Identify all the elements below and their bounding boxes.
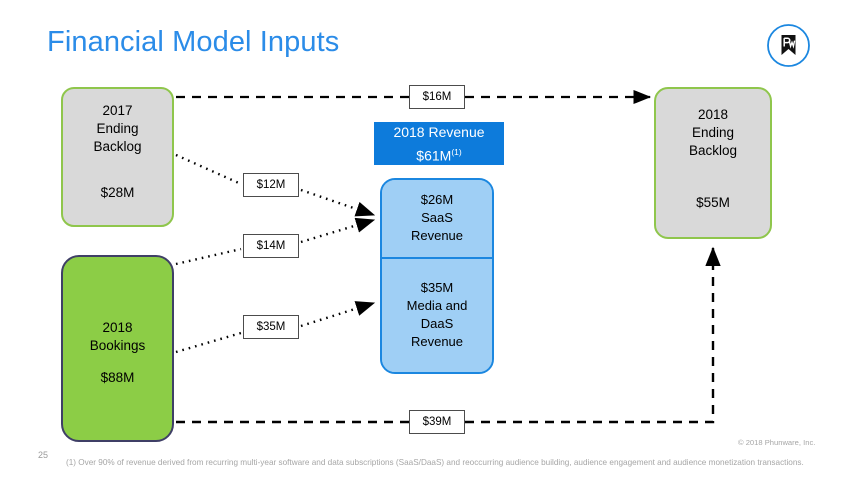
footnote-text: (1) Over 90% of revenue derived from rec… <box>66 458 804 467</box>
revenue-header-band[interactable]: 2018 Revenue $61M(1) <box>374 122 504 165</box>
page-number: 25 <box>38 450 49 460</box>
box-2017-ending-backlog-title: 2017 Ending Backlog <box>93 103 142 154</box>
box-2017-ending-backlog-amount: $28M <box>100 185 135 200</box>
page-title: Financial Model Inputs <box>47 26 340 58</box>
revenue-footnote-marker: (1) <box>451 146 462 157</box>
phunware-logo <box>765 22 812 69</box>
revenue-header-amount-row: $61M(1) <box>416 142 461 166</box>
revenue-stack: $26M SaaS Revenue $35M Media and DaaS Re… <box>380 178 494 374</box>
flow-label-39m[interactable]: $39M <box>409 410 465 434</box>
flow-label-35m[interactable]: $35M <box>243 315 299 339</box>
revenue-segment-saas[interactable]: $26M SaaS Revenue <box>382 180 492 259</box>
flow-label-14m[interactable]: $14M <box>243 234 299 258</box>
box-2018-bookings[interactable]: 2018 Bookings $88M <box>61 255 174 442</box>
revenue-header-amount: $61M <box>416 147 452 164</box>
box-2018-bookings-title: 2018 Bookings <box>89 320 146 353</box>
revenue-segment-media-daas[interactable]: $35M Media and DaaS Revenue <box>382 258 492 372</box>
flow-label-16m[interactable]: $16M <box>409 85 465 109</box>
box-2018-bookings-amount: $88M <box>100 370 135 385</box>
box-2018-ending-backlog-title: 2018 Ending Backlog <box>688 107 738 158</box>
copyright-text: © 2018 Phunware, Inc. <box>738 438 816 447</box>
box-2018-ending-backlog-amount: $55M <box>696 195 730 210</box>
box-2018-ending-backlog[interactable]: 2018 Ending Backlog $55M <box>654 87 772 239</box>
box-2017-ending-backlog[interactable]: 2017 Ending Backlog $28M <box>61 87 174 227</box>
flow-label-12m[interactable]: $12M <box>243 173 299 197</box>
revenue-header-label: 2018 Revenue <box>393 123 485 140</box>
